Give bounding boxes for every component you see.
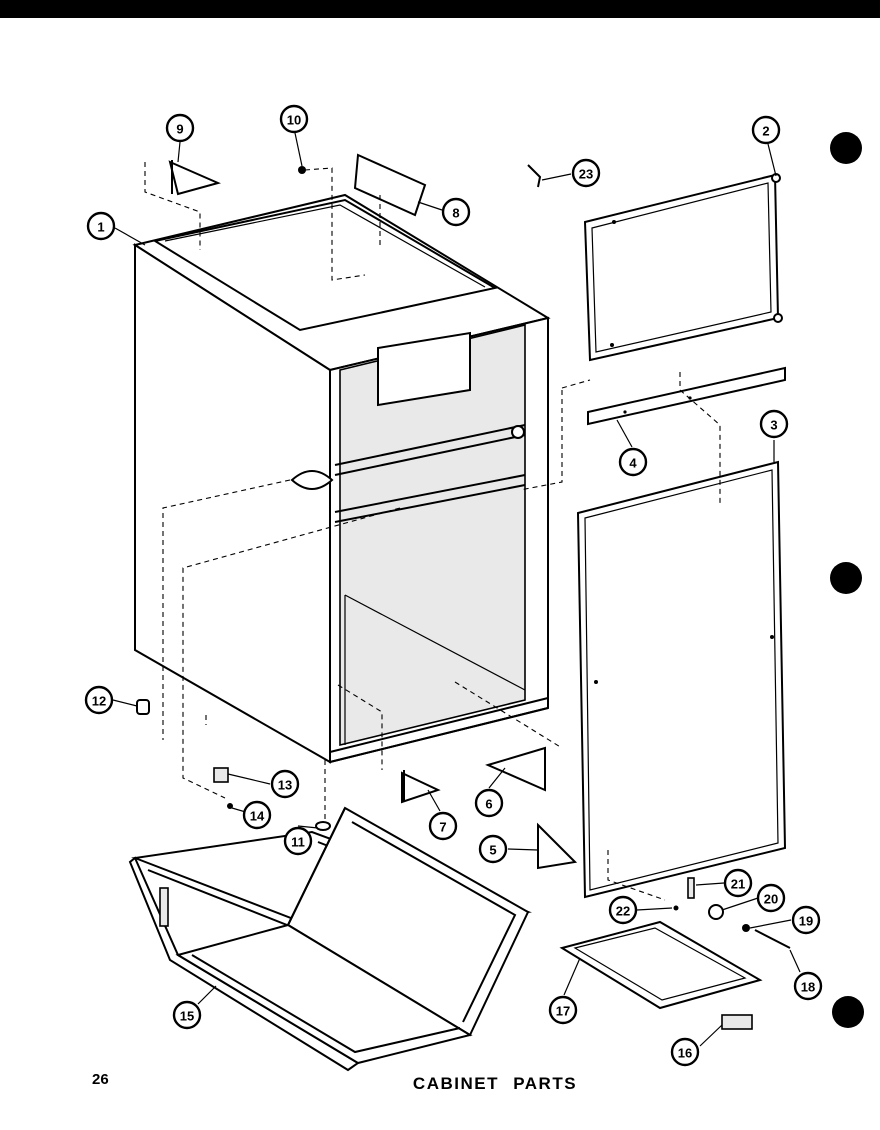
washer-part [315,821,331,831]
page-number: 26 [92,1071,109,1088]
callout-7: 7 [428,811,458,841]
callout-6: 6 [474,788,504,818]
svg-text:21: 21 [731,877,745,892]
svg-text:1: 1 [97,220,104,235]
corner-bracket-right [485,746,546,792]
callout-9: 9 [165,113,195,143]
callout-2: 2 [751,115,781,145]
base-frame [128,806,532,1072]
corner-bracket-lower [537,822,578,870]
svg-text:15: 15 [180,1009,194,1024]
callout-1: 1 [86,211,116,241]
bottom-front-door [576,460,787,899]
callout-22: 22 [608,895,638,925]
callout-14: 14 [242,800,272,830]
corner-bracket-top [168,160,221,196]
svg-text:18: 18 [801,980,815,995]
callout-5: 5 [478,834,508,864]
callout-11: 11 [283,826,313,856]
bolt-part [754,929,791,949]
svg-text:3: 3 [770,418,777,433]
svg-text:5: 5 [489,843,496,858]
page-title: CABINET PARTS [412,1074,578,1093]
top-bracket-part [353,153,427,217]
svg-text:6: 6 [485,797,492,812]
svg-text:10: 10 [287,113,301,128]
cabinet-body [132,193,551,764]
callout-4: 4 [618,447,648,477]
svg-text:16: 16 [678,1046,692,1061]
lock-nut-part [742,924,750,932]
svg-text:4: 4 [629,456,637,471]
rail-bracket [587,366,786,426]
binder-hole-top [830,132,862,164]
latch-part [721,1014,753,1030]
clip-part [527,164,542,188]
callout-21: 21 [723,868,753,898]
callout-23: 23 [571,158,601,188]
callout-17: 17 [548,995,578,1025]
corner-bracket-left [401,771,441,804]
svg-text:8: 8 [452,206,459,221]
assembly-lines [144,162,721,901]
binder-hole-bottom [832,996,864,1028]
nut-part [298,166,306,174]
svg-text:12: 12 [92,694,106,709]
callout-18: 18 [793,971,823,1001]
hole-plug-part [136,699,150,715]
pin-part [687,877,695,899]
svg-text:22: 22 [616,904,630,919]
svg-text:7: 7 [439,820,446,835]
callout-15: 15 [172,1000,202,1030]
svg-text:11: 11 [291,835,305,850]
callout-3: 3 [759,409,789,439]
binder-hole-middle [830,562,862,594]
hinge-part [213,767,229,783]
top-front-panel [583,173,783,362]
callout-20: 20 [756,883,786,913]
callout-13: 13 [270,769,300,799]
small-screw-part [673,905,679,911]
flat-washer-part [708,904,724,920]
scan-border-top [0,0,880,18]
svg-text:13: 13 [278,778,292,793]
callout-8: 8 [441,197,471,227]
svg-text:2: 2 [762,124,769,139]
callout-10: 10 [279,104,309,134]
callout-16: 16 [670,1037,700,1067]
svg-text:19: 19 [799,914,813,929]
svg-text:23: 23 [579,167,593,182]
callout-12: 12 [84,685,114,715]
svg-text:14: 14 [250,809,265,824]
filter-tray [559,920,763,1010]
screw-part [227,803,233,809]
svg-text:20: 20 [764,892,778,907]
svg-text:17: 17 [556,1004,570,1019]
svg-text:9: 9 [176,122,183,137]
callout-19: 19 [791,905,821,935]
